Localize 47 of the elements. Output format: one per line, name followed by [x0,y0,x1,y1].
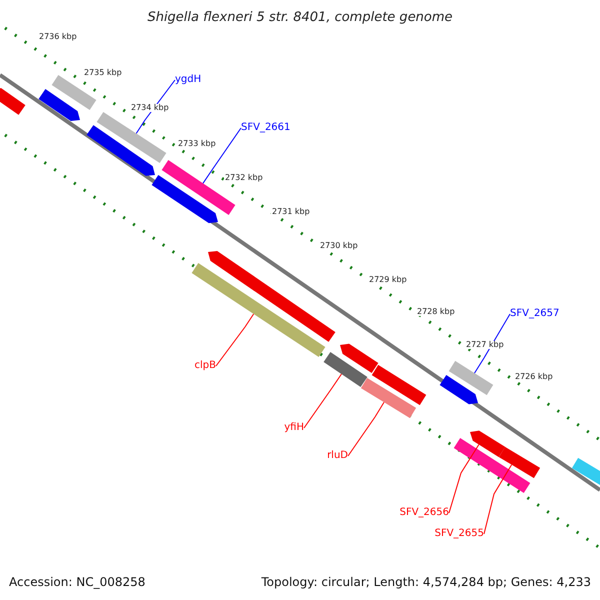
pointed-feature-bar [440,375,478,404]
gene-label: rluD [327,451,348,461]
pointed-feature-bar [470,430,506,458]
leader-line [202,128,242,184]
title: Shigella flexneri 5 str. 8401, complete genome [146,11,454,24]
feature-bar [192,263,326,357]
scale-label: 2730 kbp [319,242,359,250]
scale-label: 2733 kbp [177,140,217,148]
leader-line [348,402,384,456]
scale-label: 2734 kbp [130,104,170,112]
leader-line [448,444,480,514]
feature-bar [448,360,494,396]
scale-label: 2736 kbp [38,33,78,41]
feature-bar [372,364,426,406]
leader-line [484,464,512,534]
feature-bar [96,112,166,163]
pointed-feature-bar [208,251,336,342]
feature-bar [324,352,368,387]
scale-label: 2732 kbp [224,174,264,182]
scale-label: 2731 kbp [271,208,311,216]
gene-label: SFV_2657 [510,309,560,319]
leader-line [304,374,342,428]
scale-label: 2728 kbp [416,308,456,316]
gene-label: SFV_2656 [400,508,449,518]
accession-text: Accession: NC_008258 [9,576,146,588]
gene-label: SFV_2655 [434,529,484,539]
feature-bar [498,446,540,478]
pointed-feature-bar [340,344,378,373]
leader-line [136,80,176,134]
scale-label: 2726 kbp [514,373,554,381]
feature-bar [454,438,530,493]
feature-bar [52,75,96,110]
gene-label: yfiH [284,423,304,433]
gene-label: ygdH [175,75,202,85]
pointed-feature-bar [86,125,155,176]
leader-line [474,314,510,374]
scale-label: 2727 kbp [465,341,505,349]
gene-label: SFV_2661 [241,123,290,133]
scale-label: 2735 kbp [83,69,123,77]
leader-line [216,314,254,366]
scale-label: 2729 kbp [368,276,408,284]
pointed-feature-bar [152,175,218,224]
summary-text: Topology: circular; Length: 4,574,284 bp; Genes: 4,233 [261,576,591,588]
pointed-feature-bar [38,89,80,121]
pointed-feature-bar [0,88,26,115]
gene-label: clpB [194,361,216,371]
feature-bar [360,378,416,418]
